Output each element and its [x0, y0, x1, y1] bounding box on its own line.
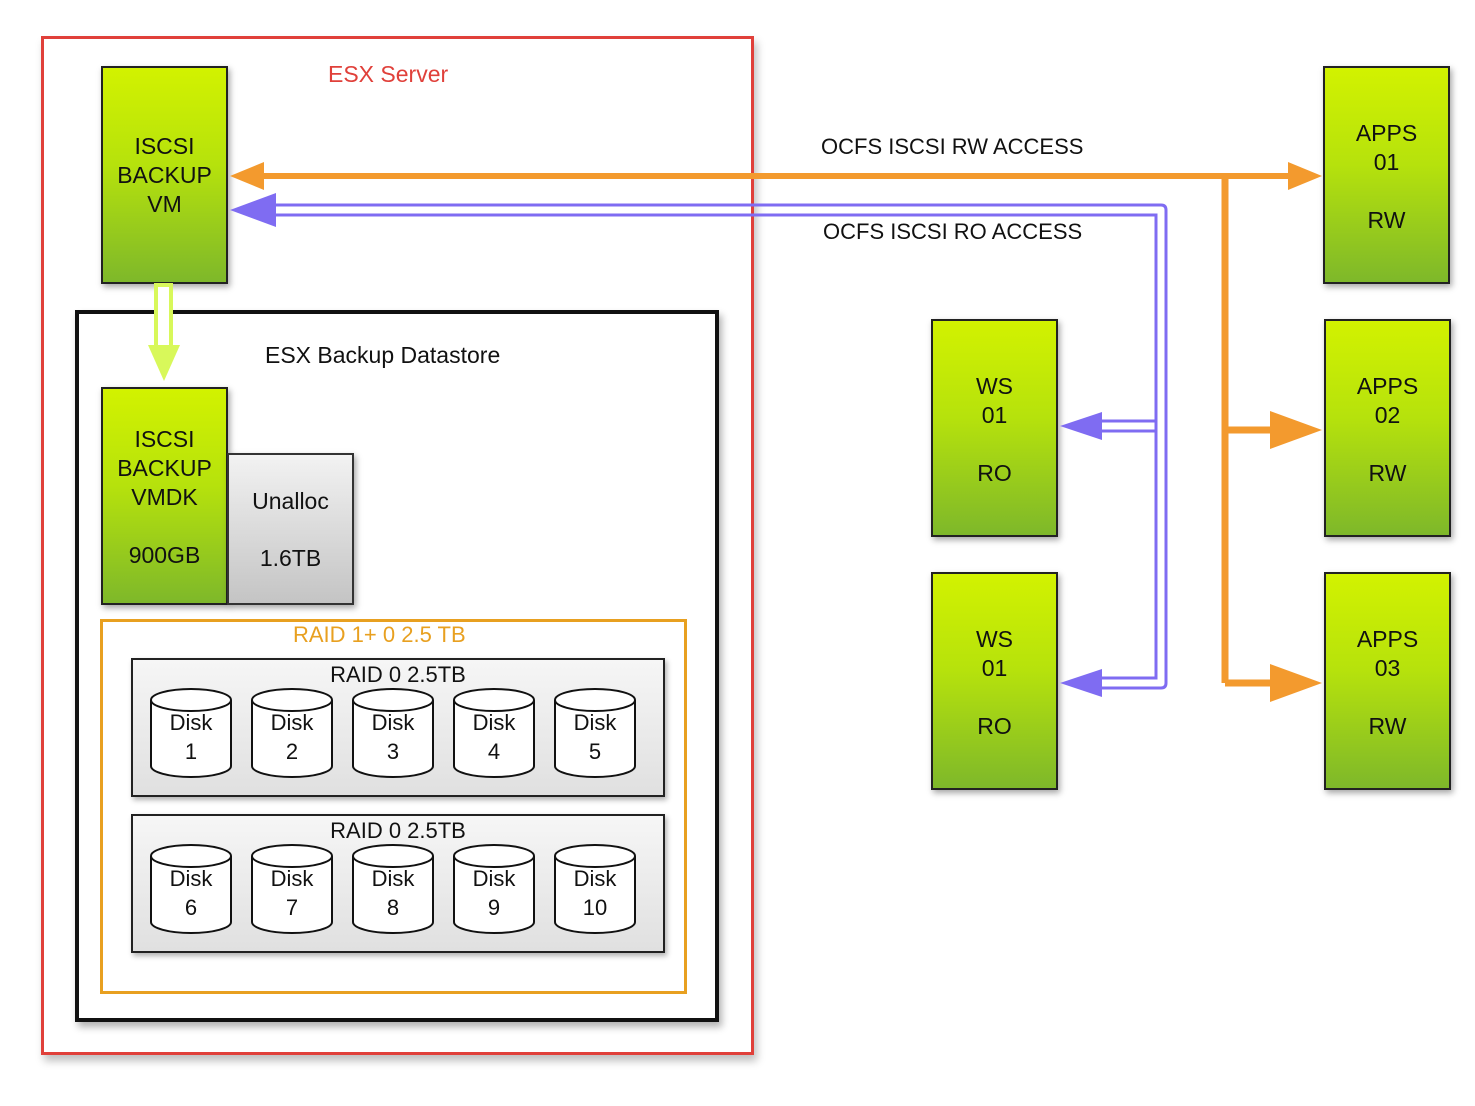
- vm-line3: VM: [147, 191, 182, 217]
- disk-cylinder[interactable]: Disk 10: [554, 844, 636, 936]
- apps-number: 02: [1374, 402, 1401, 428]
- disk-cylinder[interactable]: Disk 4: [453, 688, 535, 780]
- apps-node[interactable]: APPS 03 RW: [1324, 572, 1451, 790]
- disk-cylinder[interactable]: Disk 9: [453, 844, 535, 936]
- disk-word: Disk: [270, 866, 314, 891]
- disk-number: 5: [588, 739, 602, 764]
- disk-number: 8: [386, 895, 400, 920]
- ws-number: 01: [981, 402, 1008, 428]
- esx-server-frame: [41, 36, 754, 1055]
- disk-cylinder[interactable]: Disk 6: [150, 844, 232, 936]
- apps-mode: RW: [1367, 207, 1406, 233]
- rw-access-label: OCFS ISCSI RW ACCESS: [821, 134, 1084, 159]
- disk-cylinder[interactable]: Disk 3: [352, 688, 434, 780]
- disk-number: 10: [582, 895, 608, 920]
- disk-cylinder[interactable]: Disk 8: [352, 844, 434, 936]
- apps-name: APPS: [1356, 626, 1419, 652]
- esx-server-label: ESX Server: [328, 61, 449, 87]
- raid10-frame: [100, 619, 687, 994]
- disk-number: 7: [285, 895, 299, 920]
- apps-number: 03: [1374, 655, 1401, 681]
- disk-number: 9: [487, 895, 501, 920]
- unalloc-size: 1.6TB: [259, 545, 322, 571]
- disk-word: Disk: [371, 710, 415, 735]
- vm-line1: ISCSI: [134, 133, 195, 159]
- apps-node[interactable]: APPS 02 RW: [1324, 319, 1451, 537]
- disk-word: Disk: [371, 866, 415, 891]
- esx-backup-datastore: [75, 310, 719, 1022]
- vmdk-line3: VMDK: [131, 484, 198, 510]
- disk-word: Disk: [169, 866, 213, 891]
- ws-mode: RO: [977, 713, 1012, 739]
- disk-cylinder[interactable]: Disk 1: [150, 688, 232, 780]
- iscsi-backup-vm[interactable]: ISCSI BACKUP VM: [101, 66, 228, 284]
- apps-name: APPS: [1355, 120, 1418, 146]
- raid0-label: RAID 0 2.5TB: [330, 818, 466, 843]
- disk-number: 6: [184, 895, 198, 920]
- disk-word: Disk: [472, 866, 516, 891]
- unalloc-label: Unalloc: [252, 488, 329, 514]
- disk-word: Disk: [270, 710, 314, 735]
- raid0-label: RAID 0 2.5TB: [330, 662, 466, 687]
- apps-mode: RW: [1368, 460, 1407, 486]
- ws-name: WS: [975, 626, 1014, 652]
- disk-word: Disk: [573, 710, 617, 735]
- disk-number: 3: [386, 739, 400, 764]
- ws-node[interactable]: WS 01 RO: [931, 319, 1058, 537]
- ws-node[interactable]: WS 01 RO: [931, 572, 1058, 790]
- disk-word: Disk: [573, 866, 617, 891]
- raid10-label: RAID 1+ 0 2.5 TB: [293, 622, 466, 647]
- disk-cylinder[interactable]: Disk 2: [251, 688, 333, 780]
- disk-word: Disk: [169, 710, 213, 735]
- vmdk-size: 900GB: [128, 542, 201, 568]
- ws-name: WS: [975, 373, 1014, 399]
- apps-number: 01: [1373, 149, 1400, 175]
- iscsi-backup-vmdk[interactable]: ISCSI BACKUP VMDK 900GB: [101, 387, 228, 605]
- rw-connector: [230, 162, 1322, 702]
- vm-line2: BACKUP: [117, 162, 212, 188]
- apps-node[interactable]: APPS 01 RW: [1323, 66, 1450, 284]
- apps-name: APPS: [1356, 373, 1419, 399]
- disk-word: Disk: [472, 710, 516, 735]
- ws-mode: RO: [977, 460, 1012, 486]
- ro-access-label: OCFS ISCSI RO ACCESS: [823, 219, 1083, 244]
- datastore-label: ESX Backup Datastore: [265, 342, 501, 368]
- apps-mode: RW: [1368, 713, 1407, 739]
- vmdk-line1: ISCSI: [134, 426, 195, 452]
- disk-number: 1: [184, 739, 198, 764]
- ro-connector: [230, 193, 1168, 697]
- disk-number: 4: [487, 739, 501, 764]
- ws-number: 01: [981, 655, 1008, 681]
- disk-cylinder[interactable]: Disk 5: [554, 688, 636, 780]
- vm-to-vmdk-arrow: [148, 283, 180, 381]
- vmdk-line2: BACKUP: [117, 455, 212, 481]
- disk-cylinder[interactable]: Disk 7: [251, 844, 333, 936]
- disk-number: 2: [285, 739, 299, 764]
- unalloc-block[interactable]: Unalloc 1.6TB: [227, 453, 354, 605]
